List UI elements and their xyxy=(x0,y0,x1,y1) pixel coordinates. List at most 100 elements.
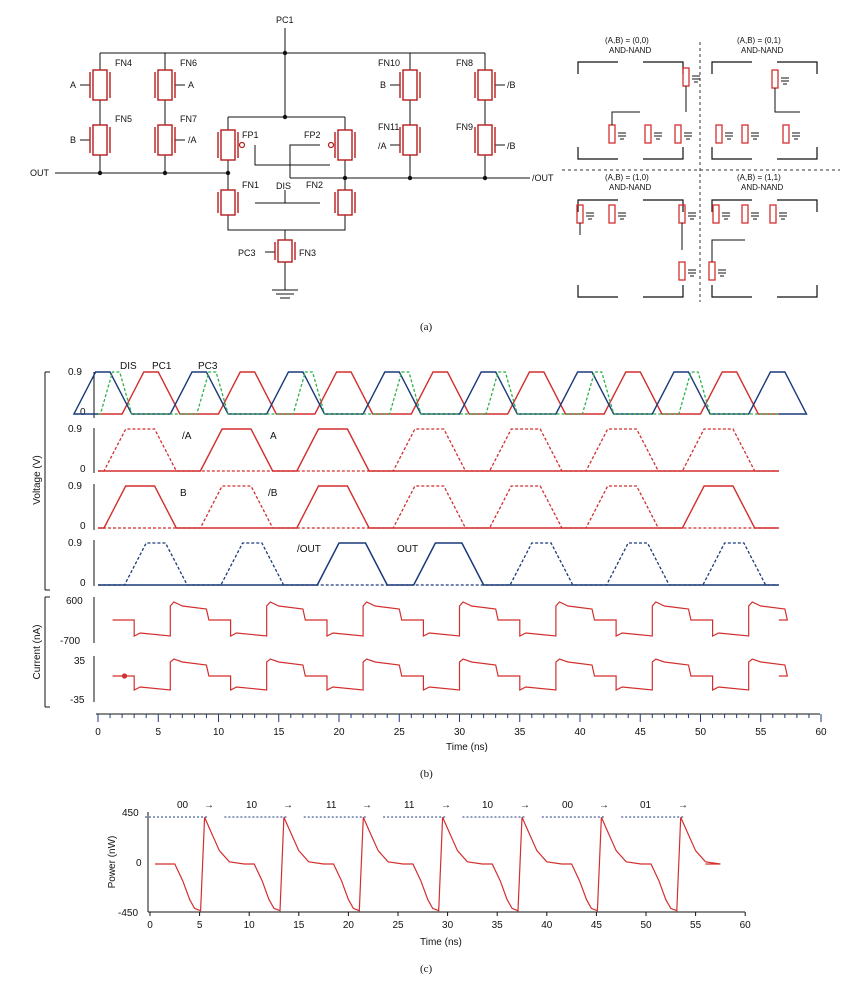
label-fn5: FN5 xyxy=(115,114,132,124)
sequence-arrow: → xyxy=(599,800,609,811)
input-sequence: 00 10 11 11 10 00 01 → → → → → → → xyxy=(177,800,688,811)
label-nout: /OUT xyxy=(297,544,321,555)
sequence-label: 10 xyxy=(482,800,494,811)
transistor-fn1 xyxy=(217,189,239,216)
x-tick-label: 35 xyxy=(514,727,526,738)
tick-i1-low: -700 xyxy=(60,636,80,647)
case-bracket xyxy=(643,285,684,298)
x-tick-label: 60 xyxy=(740,920,752,931)
case-bracket xyxy=(711,285,752,298)
case-10-function: AND-NAND xyxy=(609,183,651,192)
case-bracket xyxy=(711,199,752,212)
label-pc1: PC1 xyxy=(152,361,172,372)
label-fn1: FN1 xyxy=(242,180,259,190)
x-tick-label: 30 xyxy=(442,920,454,931)
transistor-fp1 xyxy=(217,129,246,161)
nb-trace xyxy=(98,485,779,529)
case-bracket xyxy=(577,61,618,74)
a-trace xyxy=(98,428,779,472)
b-trace xyxy=(98,485,779,529)
x-tick-label: 55 xyxy=(690,920,702,931)
waveform-traces xyxy=(72,371,808,691)
tick-i1-high: 600 xyxy=(66,596,83,607)
case-10-inputs: (A,B) = (1,0) xyxy=(605,173,649,182)
x-tick-label: 5 xyxy=(155,727,161,738)
resistor-glyph xyxy=(741,124,749,144)
caption-c: (c) xyxy=(420,963,433,975)
gate-fn7: /A xyxy=(188,135,197,145)
gate-fn5: B xyxy=(70,135,76,145)
power-axis-label: Power (nW) xyxy=(107,836,118,889)
resistor-glyph xyxy=(708,261,716,281)
power-tick-low: -450 xyxy=(118,908,138,919)
x-tick-label: 50 xyxy=(695,727,707,738)
x-tick-label: 10 xyxy=(244,920,256,931)
gate-fn10: B xyxy=(380,80,386,90)
case-bracket xyxy=(711,147,752,160)
case-wire xyxy=(774,88,800,113)
transistor-fn7 xyxy=(154,124,176,156)
sequence-arrow: → xyxy=(441,800,451,811)
dis-trace xyxy=(98,371,779,415)
caption-b: (b) xyxy=(420,768,433,780)
x-tick-label: 5 xyxy=(197,920,203,931)
x-tick-label: 30 xyxy=(454,727,466,738)
tick-i2-low: -35 xyxy=(70,695,85,706)
resistor-glyph xyxy=(608,204,616,224)
nout-trace xyxy=(98,542,779,586)
transistor-fn4 xyxy=(89,69,111,101)
node-dis: DIS xyxy=(276,181,291,191)
resistor-glyph xyxy=(741,204,749,224)
out-trace xyxy=(98,542,779,586)
x-tick-label: 45 xyxy=(635,727,647,738)
x-tick-label: 0 xyxy=(147,920,153,931)
sequence-arrow: → xyxy=(204,800,214,811)
resistor-glyph xyxy=(715,124,723,144)
x-tick-label: 35 xyxy=(492,920,504,931)
power-tick-zero: 0 xyxy=(136,858,142,869)
node-out: OUT xyxy=(30,168,50,178)
case-bracket xyxy=(577,147,618,160)
gate-fn8: /B xyxy=(507,80,516,90)
gate-fn9: /B xyxy=(507,141,516,151)
current-axis-label: Current (nA) xyxy=(32,624,43,679)
resistor-glyph xyxy=(608,124,616,144)
case-bracket xyxy=(577,199,618,212)
sequence-arrow: → xyxy=(520,800,530,811)
tick-v1-high: 0.9 xyxy=(68,367,82,378)
case-bracket xyxy=(777,61,818,74)
resistor-glyph xyxy=(678,261,686,281)
sequence-label: 00 xyxy=(177,800,189,811)
x-tick-label: 10 xyxy=(213,727,225,738)
label-fn3: FN3 xyxy=(299,248,316,258)
power-plot: Power (nW) 450 0 -450 00 10 11 11 10 00 … xyxy=(107,800,751,948)
gate-fn11: /A xyxy=(378,141,387,151)
transistor-fn11 xyxy=(399,124,421,156)
resistor-glyph xyxy=(682,67,690,87)
case-bracket xyxy=(577,285,618,298)
x-tick-label: 60 xyxy=(815,727,827,738)
transistor-fn10 xyxy=(399,69,421,101)
x-tick-label: 50 xyxy=(640,920,652,931)
x-tick-label: 55 xyxy=(755,727,767,738)
case-circuits xyxy=(576,61,818,298)
current-trace xyxy=(112,601,789,637)
sequence-arrow: → xyxy=(678,800,688,811)
tick-v4-high: 0.9 xyxy=(68,538,82,549)
case-bracket xyxy=(777,147,818,160)
case-wire xyxy=(611,111,640,125)
transistor-fp2 xyxy=(327,129,356,161)
x-tick-label: 15 xyxy=(273,727,285,738)
resistor-glyph xyxy=(644,124,652,144)
pc3-trace xyxy=(72,371,808,415)
x-tick-label: 40 xyxy=(541,920,553,931)
case-bracket xyxy=(643,199,684,212)
transistor-fn9 xyxy=(474,124,496,156)
case-wire xyxy=(711,239,745,262)
resistor-glyph xyxy=(782,124,790,144)
resistor-glyph xyxy=(712,204,720,224)
transistor-fn3 xyxy=(274,239,296,263)
label-fn11: FN11 xyxy=(378,122,399,132)
sequence-label: 10 xyxy=(246,800,258,811)
